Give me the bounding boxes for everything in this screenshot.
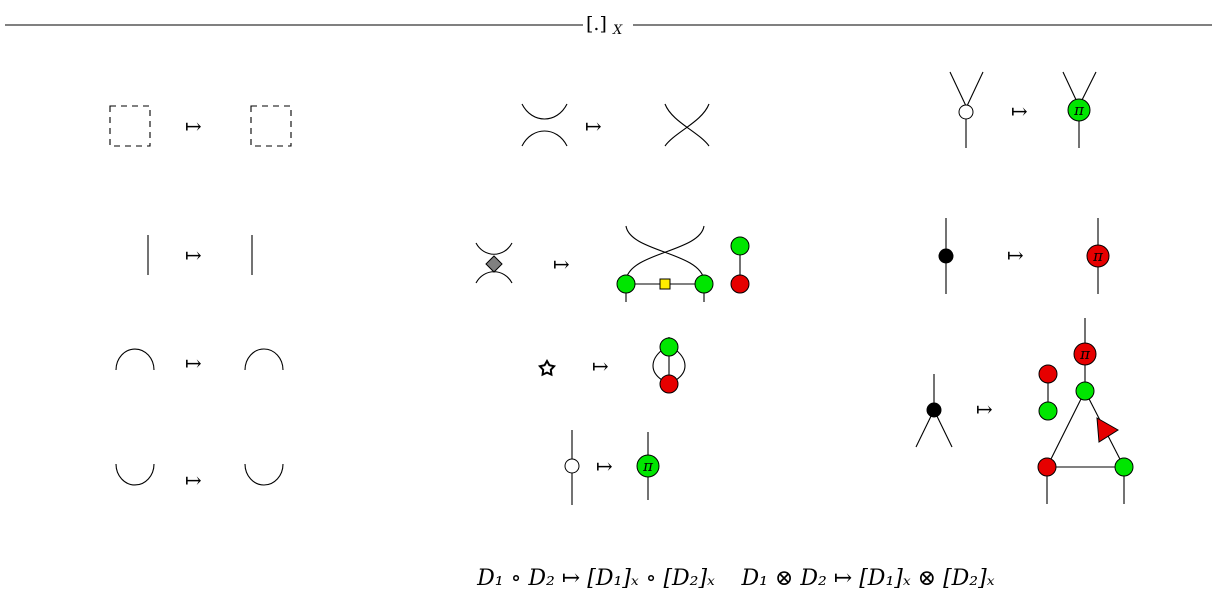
gray-crossing-bottom <box>475 271 513 284</box>
loop-right-arc <box>675 349 686 381</box>
gray-crossing-rule: ↦ <box>475 225 750 302</box>
crossing-left-top <box>521 103 568 120</box>
mapsto-symbol: ↦ <box>185 468 202 492</box>
net-green-top <box>1075 381 1095 401</box>
arc-crossing-b <box>625 225 705 281</box>
loop-green-node <box>659 337 679 357</box>
pi-label: π <box>642 457 654 475</box>
arc-crossing-a <box>625 225 705 281</box>
title-subscript: X <box>612 23 623 38</box>
crossing-right-a <box>664 103 710 147</box>
red-triangle-icon <box>1096 417 1119 443</box>
pi-label: π <box>1079 345 1091 363</box>
header-title: [.] X <box>5 13 1212 38</box>
mapsto-symbol: ↦ <box>596 454 613 478</box>
cap-right <box>244 348 284 371</box>
left-pair-green <box>1038 401 1058 421</box>
cup-left <box>115 463 155 486</box>
green-pi-spider <box>636 454 660 478</box>
mapsto-symbol: ↦ <box>1007 243 1024 267</box>
swap-rule: ↦ <box>521 103 710 147</box>
star-icon <box>537 358 557 377</box>
pair-green-node <box>730 236 750 256</box>
title-bracket: [.] <box>586 13 607 35</box>
dashed-box-right <box>250 105 292 147</box>
black-split-icon <box>926 402 942 418</box>
mapsto-symbol: ↦ <box>185 114 202 138</box>
green-pi-merge <box>1067 98 1091 122</box>
dashed-box-left <box>109 105 151 147</box>
pi-merge-in-left <box>1062 71 1079 105</box>
loop-red-node <box>659 374 679 394</box>
net-green-bottom <box>1114 457 1134 477</box>
identity-rule: ↦ <box>147 235 253 275</box>
left-pair-red <box>1038 364 1058 384</box>
footer-formulas: D₁ ∘ D₂ ↦ [D₁]ₓ ∘ [D₂]ₓ D₁ ⊗ D₂ ↦ [D₁]ₓ … <box>476 566 995 591</box>
mapsto-symbol: ↦ <box>585 114 602 138</box>
mapsto-symbol: ↦ <box>976 397 993 421</box>
star-rule: ↦ <box>537 337 686 394</box>
mapsto-symbol: ↦ <box>185 351 202 375</box>
white-node-icon <box>564 458 580 474</box>
green-spider-left <box>616 274 636 294</box>
black-node-rule: ↦ π <box>938 218 1110 294</box>
red-pi-spider <box>1086 244 1110 268</box>
net-left-edge <box>1046 390 1086 468</box>
formula-parallel: D₁ ⊗ D₂ ↦ [D₁]ₓ ⊗ [D₂]ₓ <box>740 566 994 591</box>
crossing-right-b <box>664 103 710 147</box>
gray-diamond-icon <box>485 255 503 273</box>
black-node-icon <box>938 248 954 264</box>
net-red-bottom <box>1037 457 1057 477</box>
cup-right <box>244 463 284 486</box>
white-merge-icon <box>958 104 974 120</box>
mapsto-symbol: ↦ <box>1011 99 1028 123</box>
merge-in-left <box>949 71 967 107</box>
pi-merge-in-right <box>1079 71 1097 105</box>
yellow-box-icon <box>659 278 671 290</box>
crossing-left-bottom <box>521 130 568 147</box>
cap-left <box>115 348 155 371</box>
mapsto-symbol: ↦ <box>185 243 202 267</box>
pair-red-node <box>730 274 750 294</box>
net-red-pi <box>1073 342 1097 366</box>
mapsto-symbol: ↦ <box>592 354 609 378</box>
pi-label: π <box>1092 247 1104 265</box>
white-node-rule: ↦ π <box>564 430 660 505</box>
loop-left-arc <box>652 349 663 381</box>
formula-sequential: D₁ ∘ D₂ ↦ [D₁]ₓ ∘ [D₂]ₓ <box>476 566 715 591</box>
merge-in-right <box>966 71 984 107</box>
box-rule: ↦ <box>109 105 292 147</box>
gray-crossing-top <box>475 242 513 255</box>
cup-rule: ↦ <box>115 463 284 492</box>
black-split-rule: ↦ π <box>915 318 1134 504</box>
mapsto-symbol: ↦ <box>553 252 570 276</box>
pi-label: π <box>1073 101 1085 119</box>
white-merge-rule: ↦ π <box>949 71 1097 148</box>
cap-rule: ↦ <box>115 348 284 375</box>
green-spider-right <box>694 274 714 294</box>
